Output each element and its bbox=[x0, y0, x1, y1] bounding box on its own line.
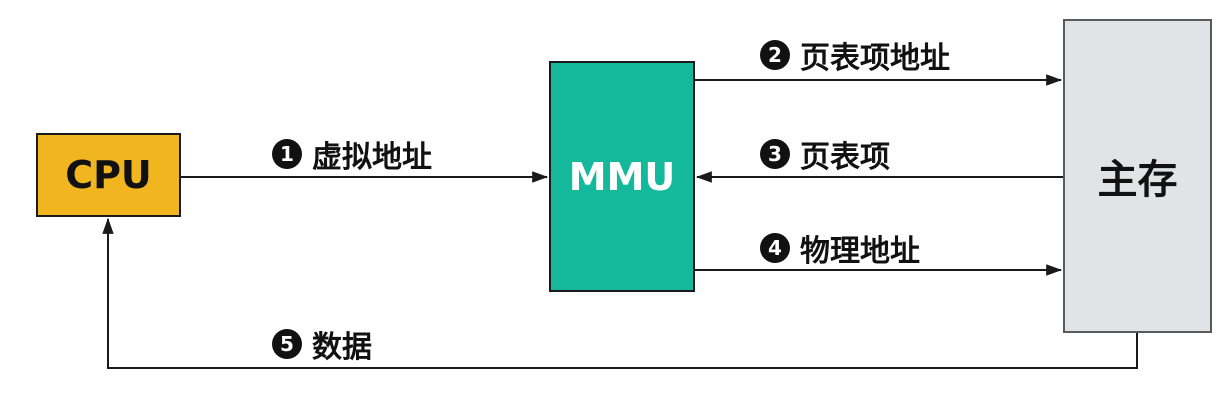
mmu-label: MMU bbox=[568, 154, 676, 199]
step-number-badge: 5 bbox=[272, 329, 302, 359]
main-memory-label: 主存 bbox=[1097, 157, 1178, 203]
step-number-badge: 2 bbox=[760, 40, 790, 70]
step-number-badge: 3 bbox=[760, 139, 790, 169]
edge-label-pte: 3 页表项 bbox=[760, 132, 890, 176]
mmu-box: MMU bbox=[549, 61, 695, 292]
edge-label-text: 虚拟地址 bbox=[312, 140, 432, 175]
edge-label-text: 数据 bbox=[312, 330, 372, 365]
edge-label-text: 页表项 bbox=[800, 140, 890, 175]
edge-label-pte-address: 2 页表项地址 bbox=[760, 33, 950, 77]
edge-label-text: 物理地址 bbox=[800, 234, 920, 269]
arrow-data bbox=[102, 217, 1138, 369]
edge-label-text: 页表项地址 bbox=[800, 41, 950, 76]
edge-label-physical-address: 4 物理地址 bbox=[760, 226, 920, 270]
step-number-badge: 1 bbox=[272, 139, 302, 169]
edge-label-data: 5 数据 bbox=[272, 322, 372, 366]
cpu-box: CPU bbox=[36, 133, 181, 217]
edge-label-virtual-address: 1 虚拟地址 bbox=[272, 132, 432, 176]
step-number-badge: 4 bbox=[760, 233, 790, 263]
cpu-label: CPU bbox=[65, 153, 152, 197]
main-memory-box: 主存 bbox=[1063, 19, 1212, 333]
